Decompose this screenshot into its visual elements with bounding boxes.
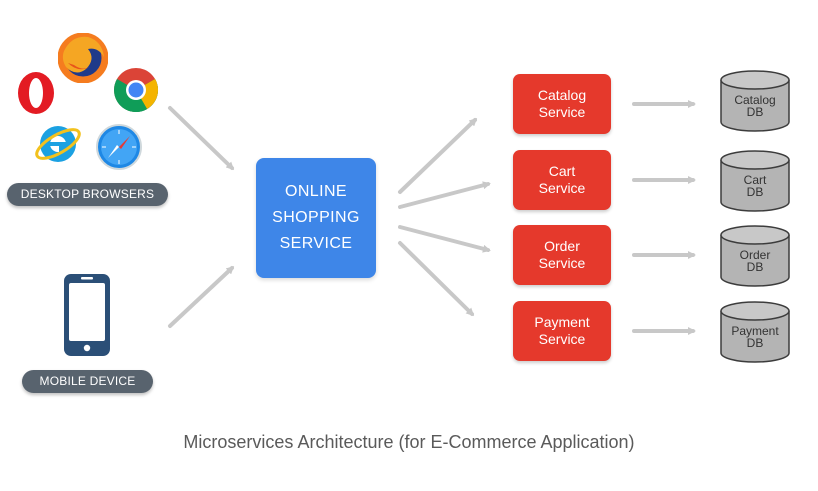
order-db: Order DB [719,225,791,287]
catalog-db: Catalog DB [719,70,791,132]
arrow-mobile-to-gateway [168,265,235,328]
service-line-1: Catalog [537,87,587,103]
chrome-icon [114,68,159,113]
db-label-line-2: DB [746,260,764,274]
arrow-gateway-to-catalog [398,117,478,194]
arrow-gateway-to-payment [398,241,475,317]
service-line-1: Order [544,238,580,254]
db-label: Catalog DB [719,94,791,118]
arrow-browsers-to-gateway [168,106,235,171]
internet-explorer-icon [35,126,81,162]
smartphone-icon [64,274,110,356]
db-label-line-1: Order [739,248,771,262]
db-label-line-1: Payment [731,324,779,338]
gateway-line-2: SHOPPING [272,209,360,226]
database-icon [720,150,790,212]
cart-service-box: Cart Service [513,150,611,210]
db-label-line-2: DB [746,185,764,199]
arrow-gateway-to-order [398,225,491,253]
payment-db: Payment DB [719,301,791,363]
database-icon [720,301,790,363]
cart-db: Cart DB [719,150,791,212]
db-label: Cart DB [719,174,791,198]
db-label-line-1: Cart [743,173,767,187]
db-label: Order DB [719,249,791,273]
arrow-gateway-to-cart [398,181,491,209]
mobile-device-label: MOBILE DEVICE [22,370,153,393]
db-label-line-1: Catalog [734,93,776,107]
db-label: Payment DB [719,325,791,349]
service-line-2: Service [538,104,586,120]
service-line-1: Payment [534,314,590,330]
db-label-line-2: DB [746,105,764,119]
service-line-1: Cart [548,163,576,179]
catalog-service-box: Catalog Service [513,74,611,134]
gateway-line-3: SERVICE [279,235,353,252]
gateway-line-1: ONLINE [285,183,347,200]
safari-icon [96,124,142,170]
opera-icon [18,72,54,114]
payment-service-box: Payment Service [513,301,611,361]
diagram-caption: Microservices Architecture (for E-Commer… [183,432,635,452]
database-icon [720,225,790,287]
online-shopping-service-box: ONLINE SHOPPING SERVICE [256,158,376,278]
database-icon [720,70,790,132]
db-label-line-2: DB [746,336,764,350]
service-line-2: Service [538,255,586,271]
service-line-2: Service [538,331,586,347]
service-line-2: Service [538,180,586,196]
firefox-icon [58,33,108,83]
order-service-box: Order Service [513,225,611,285]
desktop-browsers-label: DESKTOP BROWSERS [7,183,168,206]
